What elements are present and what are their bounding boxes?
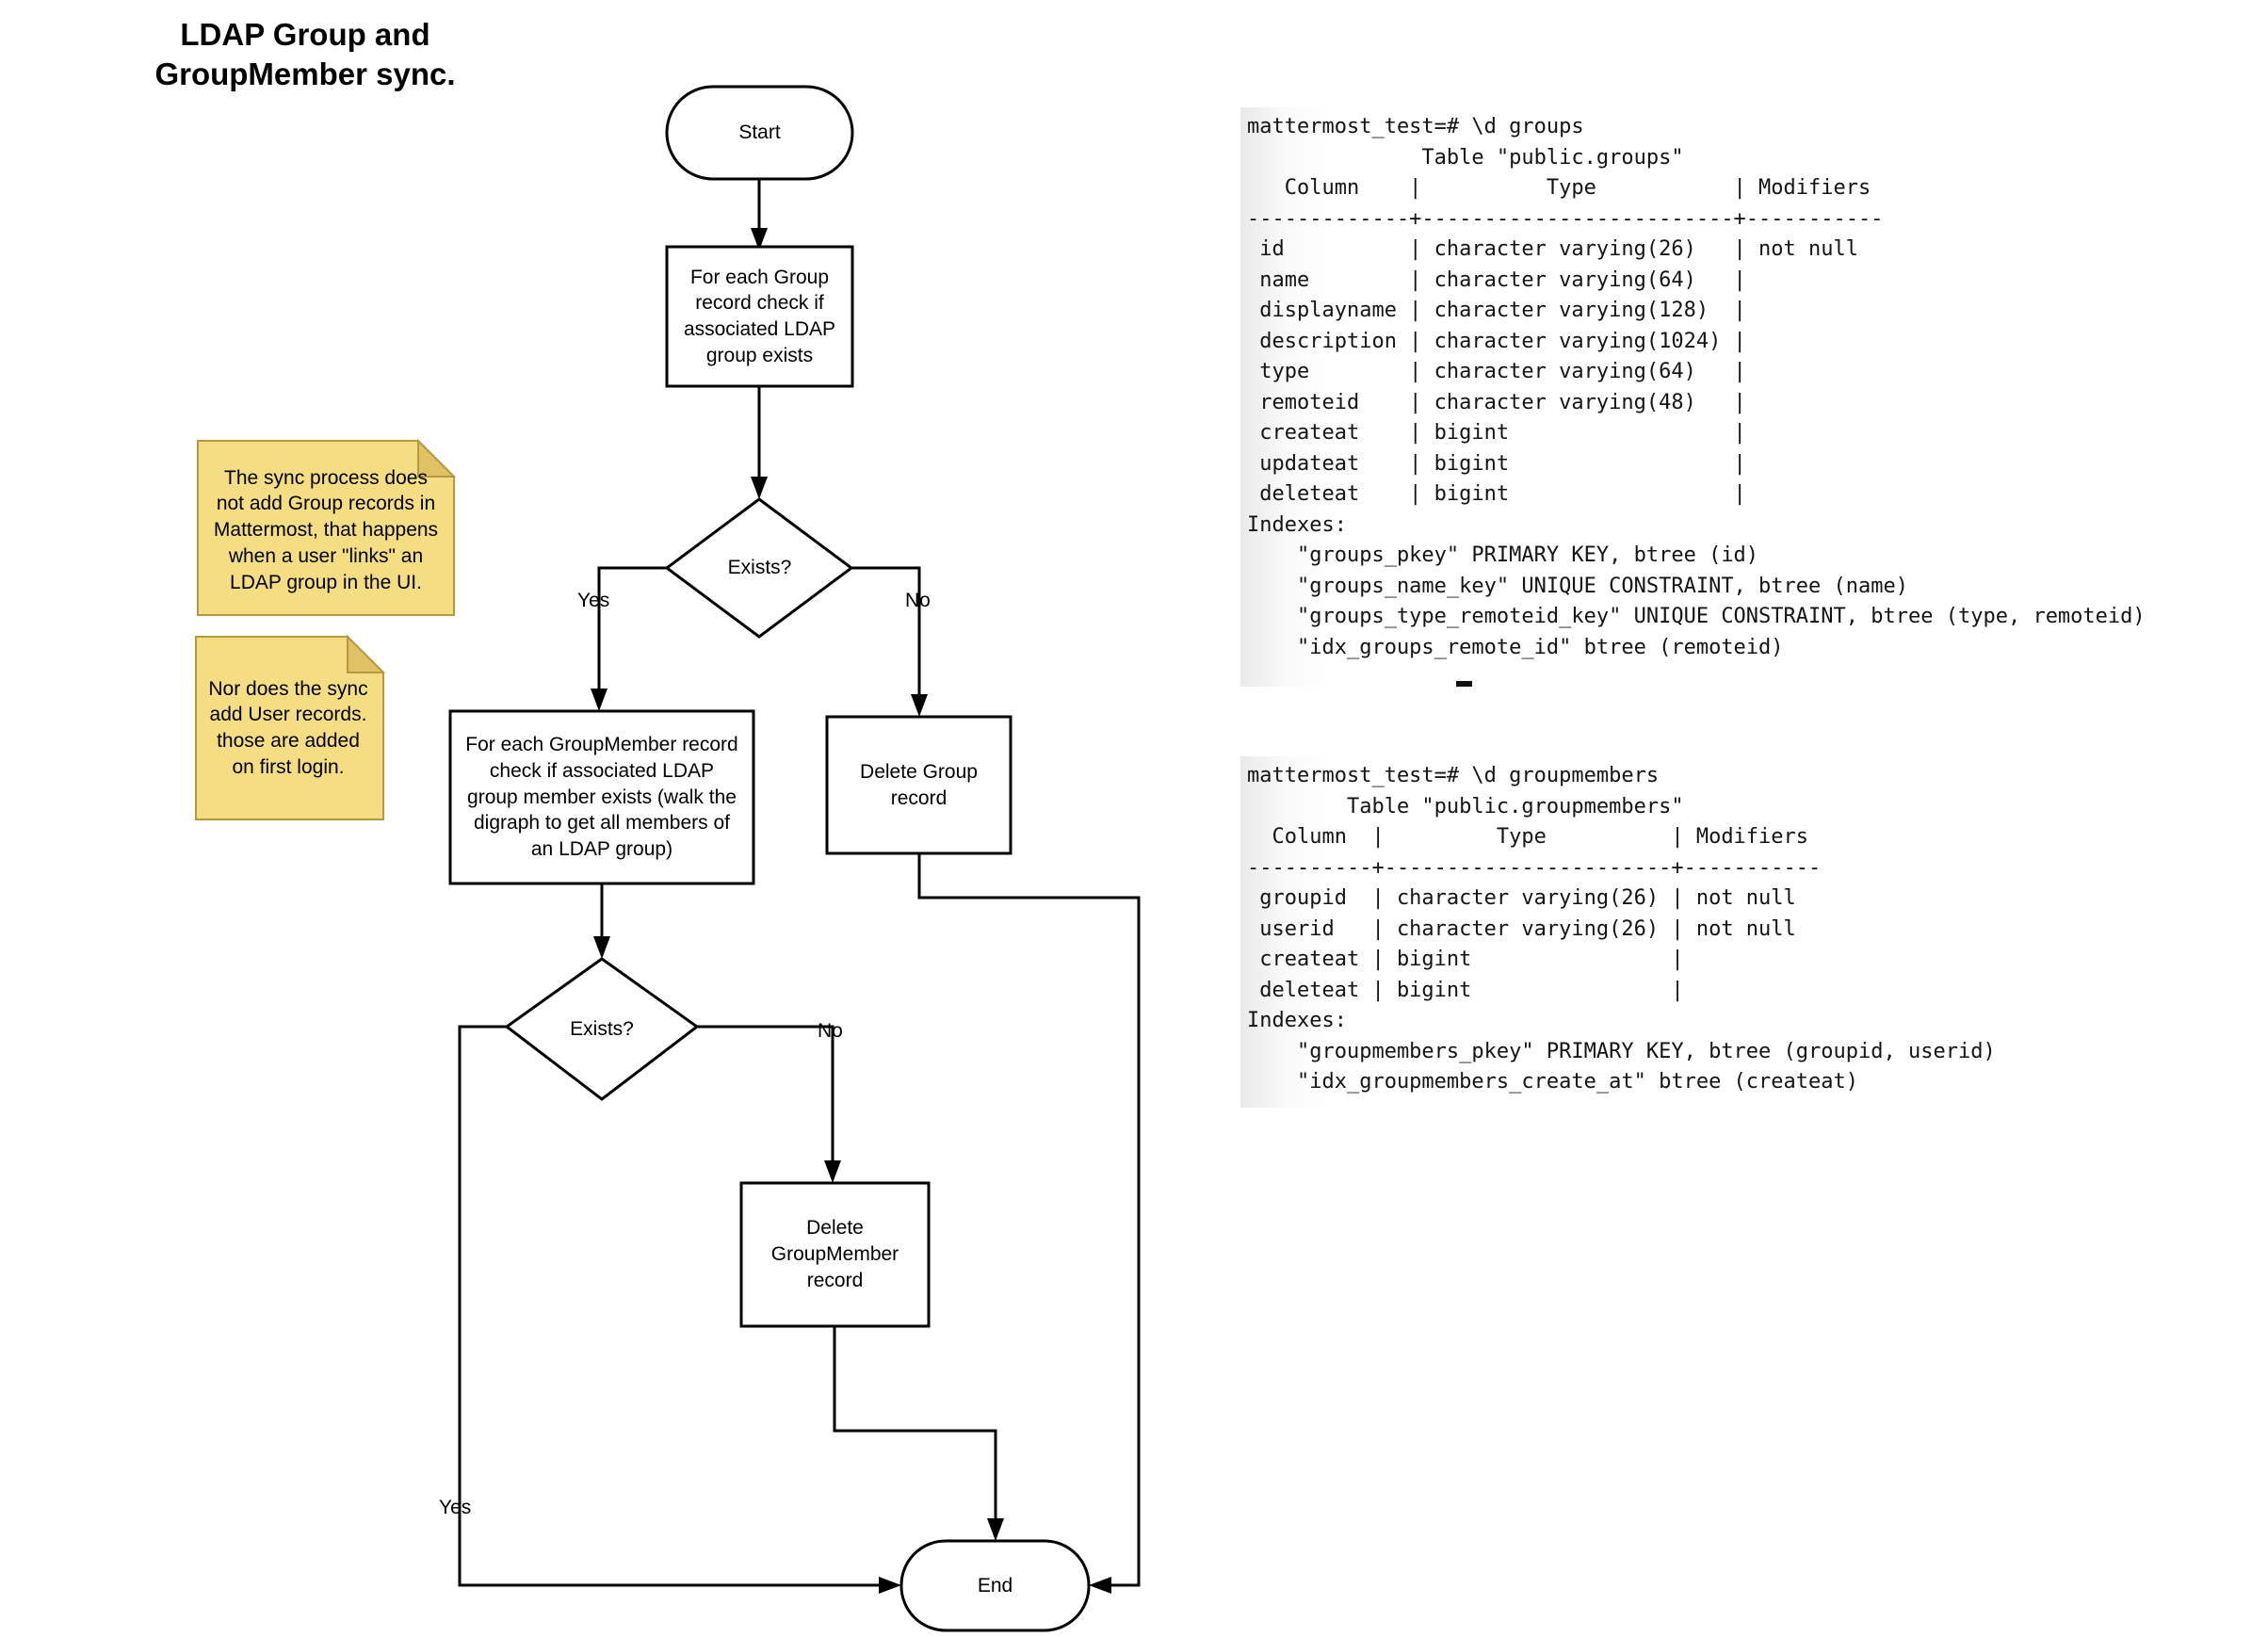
- note-fold-corner-icon: [417, 438, 457, 478]
- terminal-cursor: [1456, 681, 1472, 687]
- delete-groupmember-label: Delete GroupMember record: [770, 1217, 899, 1291]
- edge-decision1-yes: [597, 566, 667, 703]
- process-group-check-label: For each Group record check if associate…: [683, 266, 836, 366]
- sticky-note-1-text: The sync process does not add Group reco…: [213, 466, 439, 593]
- arrowhead-icon: [591, 689, 608, 711]
- arrowhead-icon: [593, 936, 610, 959]
- delete-group-label: Delete Group record: [860, 760, 978, 809]
- terminal-output-groupmembers: mattermost_test=# \d groupmembers Table …: [1240, 756, 1996, 1108]
- page-title: LDAP Group and GroupMember sync.: [154, 17, 456, 92]
- process-groupmember-check-label: For each GroupMember record check if ass…: [465, 734, 738, 861]
- terminal-output-groups: mattermost_test=# \d groups Table "publi…: [1240, 107, 2169, 687]
- arrowhead-icon: [824, 1160, 841, 1183]
- edge-label-yes1: Yes: [577, 590, 610, 611]
- edge-decision1-no: [851, 566, 921, 708]
- process-group-check-shape: [665, 245, 854, 388]
- arrowhead-icon: [1089, 1577, 1111, 1594]
- edge-deletegm-to-end: [833, 1326, 997, 1532]
- arrowheads: [591, 228, 1111, 1594]
- sticky-note-1-shape: [197, 438, 457, 616]
- arrowhead-icon: [911, 694, 928, 717]
- sticky-note-2-text: Nor does the sync add User records. thos…: [208, 677, 368, 778]
- decision2-shape: [504, 957, 700, 1101]
- arrowhead-icon: [751, 477, 768, 499]
- edge-label-no2: No: [818, 1020, 843, 1042]
- note-fold-corner-icon: [347, 634, 386, 673]
- delete-group-shape: [825, 715, 1012, 855]
- arrowhead-icon: [879, 1577, 901, 1594]
- sticky-note-2-shape: [195, 634, 386, 820]
- arrowhead-icon: [987, 1518, 1004, 1541]
- start-node-label: Start: [738, 122, 781, 144]
- delete-groupmember-shape: [739, 1181, 931, 1328]
- process-groupmember-check-shape: [448, 709, 755, 885]
- decision1-label: Exists?: [727, 557, 792, 579]
- connector-lines: [458, 179, 1141, 1587]
- start-node-shape: [665, 85, 854, 181]
- edge-decision2-yes-to-end: [458, 1025, 893, 1587]
- edge-label-no1: No: [905, 590, 931, 611]
- edge-decision2-no: [697, 1025, 834, 1175]
- decision2-label: Exists?: [570, 1017, 634, 1040]
- end-node-label: End: [977, 1574, 1013, 1596]
- decision1-shape: [664, 497, 854, 639]
- end-node-shape: [899, 1539, 1091, 1632]
- arrowhead-icon: [751, 228, 768, 251]
- edge-deletegroup-to-end: [917, 853, 1141, 1587]
- edge-label-yes2: Yes: [439, 1497, 472, 1518]
